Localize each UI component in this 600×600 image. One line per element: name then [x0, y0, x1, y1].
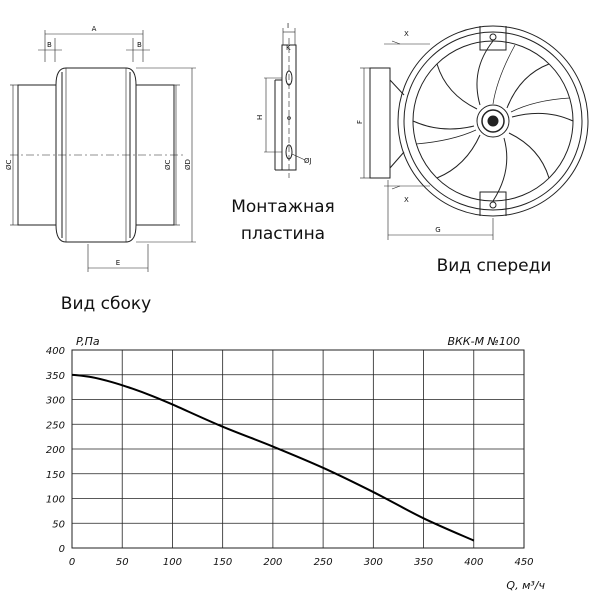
- dim-label-D: ØD: [184, 159, 192, 170]
- y-tick-label: 200: [46, 445, 65, 456]
- y-tick-label: 300: [46, 396, 65, 407]
- side-view-drawing: [10, 30, 196, 272]
- mounting-plate-drawing: [264, 28, 306, 178]
- side-view-dimension-labels: A B B ØC ØC ØD E: [5, 25, 192, 267]
- front-view-label: Вид спереди: [437, 256, 552, 276]
- y-tick-label: 150: [46, 470, 65, 481]
- x-axis-title: Q, м³/ч: [506, 579, 545, 592]
- y-tick-label: 100: [46, 495, 65, 506]
- chart-title: ВКК-М №100: [447, 335, 520, 348]
- y-tick-label: 0: [59, 544, 65, 555]
- dim-label-E: E: [116, 259, 120, 267]
- x-tick-label: 400: [464, 557, 483, 568]
- dim-label-X-top: X: [404, 30, 409, 38]
- dim-label-X-bottom: X: [404, 196, 409, 204]
- dim-label-F: F: [356, 120, 364, 124]
- mounting-plate-label-line2: пластина: [241, 224, 325, 244]
- mounting-plate-dimension-labels: I K H ØJ: [256, 22, 312, 165]
- front-view-dimension-labels: X X F G: [356, 30, 441, 234]
- side-view-label: Вид сбоку: [61, 294, 151, 314]
- x-tick-label: 300: [364, 557, 383, 568]
- x-tick-label: 50: [116, 557, 129, 568]
- chart-grid: [71, 349, 525, 549]
- y-tick-label: 250: [46, 420, 65, 431]
- dim-label-J: ØJ: [304, 157, 312, 165]
- x-tick-label: 250: [314, 557, 333, 568]
- pressure-flow-chart: 0 50 100 150 200 250 300 350 400 450 0 50 100 150 200…: [46, 335, 546, 592]
- dim-label-C-left: ØC: [5, 159, 13, 170]
- x-tick-label: 200: [263, 557, 282, 568]
- dim-label-G: G: [435, 226, 440, 234]
- x-tick-label: 350: [414, 557, 433, 568]
- x-tick-label: 450: [514, 557, 533, 568]
- x-tick-labels: 0 50 100 150 200 250 300 350 400 450: [69, 557, 534, 568]
- y-axis-title: P,Па: [76, 335, 100, 348]
- series-curve: [71, 373, 475, 542]
- x-tick-label: 150: [213, 557, 232, 568]
- dim-label-C-right: ØC: [164, 159, 172, 170]
- y-tick-label: 50: [52, 519, 65, 530]
- x-tick-label: 100: [163, 557, 182, 568]
- y-tick-labels: 0 50 100 150 200 250 300 350 400: [46, 346, 65, 555]
- mounting-plate-label-line1: Монтажная: [231, 197, 335, 217]
- dim-label-I: I: [287, 22, 289, 30]
- x-tick-label: 0: [69, 557, 75, 568]
- y-tick-label: 350: [46, 371, 65, 382]
- y-tick-label: 400: [46, 346, 65, 357]
- dim-label-A: A: [92, 25, 97, 33]
- front-view-drawing: [360, 25, 589, 240]
- plot-frame: [71, 349, 525, 549]
- dim-label-H: H: [256, 115, 264, 120]
- dim-label-B-left: B: [47, 41, 52, 49]
- dim-label-B-right: B: [137, 41, 142, 49]
- dim-label-K: K: [286, 44, 291, 52]
